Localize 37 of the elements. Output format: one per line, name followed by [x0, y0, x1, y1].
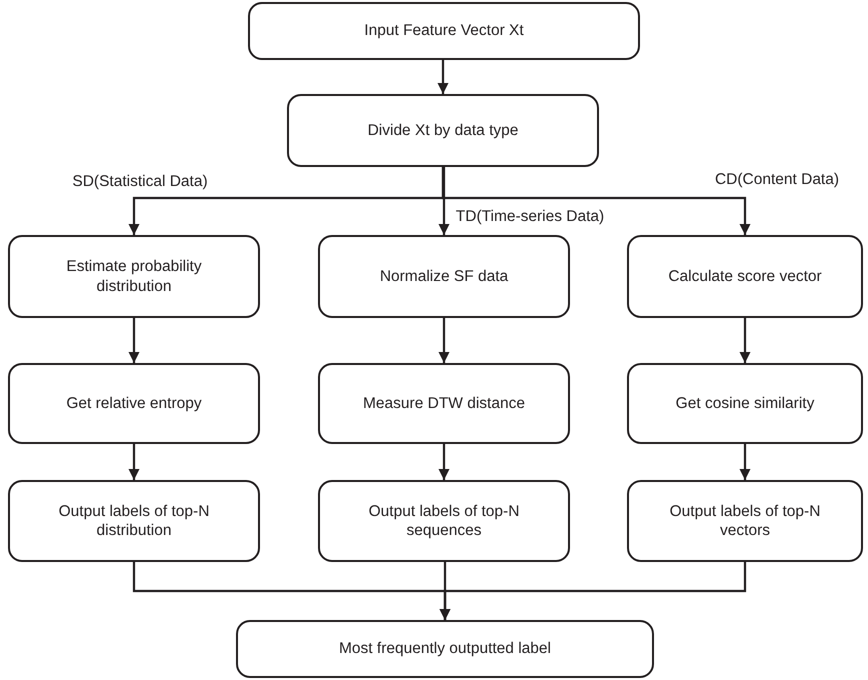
arrow [438, 318, 450, 363]
node-text: Get cosine similarity [676, 394, 814, 414]
node-text: Output labels of top-N distribution [58, 502, 210, 540]
edge-label: SD(Statistical Data) [70, 173, 210, 191]
process-box [287, 94, 599, 167]
arrow [438, 444, 450, 480]
process-box [318, 235, 570, 318]
arrow [128, 444, 140, 480]
arrow [438, 60, 448, 94]
edge-label: CD(Content Data) [712, 171, 842, 189]
node-text: Output labels of top-N vectors [668, 502, 822, 540]
process-box [318, 363, 570, 444]
node-text: Estimate probability distribution [65, 257, 203, 296]
start-box [248, 2, 640, 60]
process-box [8, 235, 260, 318]
arrow [128, 318, 140, 363]
arrow [438, 167, 450, 235]
node-text: Most frequently outputted label [339, 639, 551, 659]
arrow [740, 444, 750, 480]
node-text: Output labels of top-N sequences [368, 502, 520, 540]
process-box [627, 480, 863, 562]
node-text: Normalize SF data [380, 266, 508, 286]
process-box [627, 363, 863, 444]
arrow [442, 167, 750, 235]
node-text: Get relative entropy [66, 394, 202, 414]
process-box [318, 480, 570, 562]
process-box [236, 620, 654, 678]
node-text: Divide Xt by data type [368, 120, 518, 140]
edge-label: TD(Time-series Data) [454, 208, 606, 226]
arrow [440, 562, 746, 620]
node-text: Calculate score vector [668, 266, 822, 286]
process-box [627, 235, 863, 318]
process-box [8, 480, 260, 562]
node-text: Input Feature Vector Xt [364, 21, 524, 41]
process-box [8, 363, 260, 444]
arrow [740, 318, 750, 363]
node-text: Measure DTW distance [363, 394, 525, 414]
